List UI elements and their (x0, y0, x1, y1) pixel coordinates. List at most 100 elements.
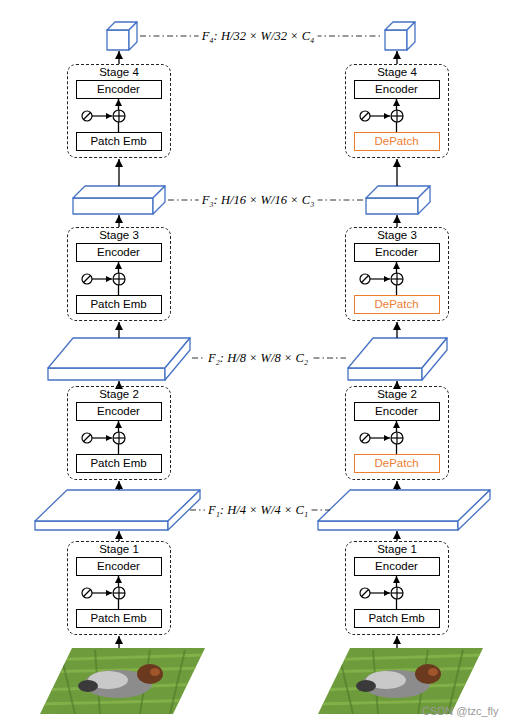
encoder-box: Encoder (76, 80, 162, 99)
encoder-box: Encoder (354, 557, 440, 576)
flow-arrow (396, 215, 397, 227)
stage-box: Stage 3 EncoderPatch Emb (67, 227, 171, 321)
feature-map (407, 22, 415, 50)
connector-arrow (118, 421, 119, 454)
dash-dot-leader (168, 200, 363, 201)
box-label: Encoder (375, 405, 418, 418)
dash-dot-leader (190, 510, 330, 511)
feature-size-label: F₁: H/4 × W/4 × C₁ (205, 503, 311, 518)
box-label: Patch Emb (90, 135, 146, 148)
stage-title: Stage 2 (346, 388, 448, 401)
feature-map (35, 521, 168, 530)
flow-arrow (118, 322, 119, 338)
feature-map (129, 22, 137, 50)
stage-box: Stage 2 EncoderPatch Emb (67, 386, 171, 480)
depatch-box: DePatch (354, 454, 440, 473)
feature-map (48, 368, 165, 380)
flow-arrow (396, 159, 397, 186)
feature-map (418, 186, 430, 214)
connector-arrow (396, 421, 397, 454)
box-label: Patch Emb (90, 298, 146, 311)
patch-embedding-box: Patch Emb (76, 609, 162, 628)
patch-embedding-box: Patch Emb (76, 295, 162, 314)
feature-map (458, 490, 490, 530)
feature-map (73, 198, 153, 214)
dash-dot-leader (192, 358, 346, 359)
flow-arrow (396, 51, 397, 64)
flow-arrow (118, 481, 119, 490)
flow-arrow (396, 322, 397, 338)
patch-embedding-box: Patch Emb (76, 454, 162, 473)
input-image (35, 645, 210, 717)
box-label: DePatch (374, 298, 418, 311)
box-label: Patch Emb (368, 612, 424, 625)
box-label: Patch Emb (90, 457, 146, 470)
box-label: Encoder (97, 83, 140, 96)
feature-map (318, 521, 458, 530)
box-label: DePatch (374, 457, 418, 470)
feature-map (165, 338, 190, 380)
feature-map (348, 368, 422, 380)
box-label: Encoder (375, 560, 418, 573)
encoder-box: Encoder (76, 557, 162, 576)
box-label: Patch Emb (90, 612, 146, 625)
stage-title: Stage 1 (68, 543, 170, 556)
position-embedding (360, 273, 403, 285)
feature-map (422, 338, 447, 380)
stage-title: Stage 3 (346, 229, 448, 242)
dash-dot-leader (140, 36, 382, 37)
stage-title: Stage 4 (68, 66, 170, 79)
flow-arrow (396, 481, 397, 490)
depatch-box: DePatch (354, 295, 440, 314)
box-label: Encoder (97, 405, 140, 418)
watermark: CSDN @tzc_fly (422, 705, 499, 717)
feature-map (153, 186, 165, 214)
connector-arrow (396, 576, 397, 609)
stage-box: Stage 2 EncoderDePatch (345, 386, 449, 480)
feature-map (366, 198, 418, 214)
stage-box: Stage 3 EncoderDePatch (345, 227, 449, 321)
position-embedding (82, 587, 125, 599)
feature-size-label: F₂: H/8 × W/8 × C₂ (205, 351, 311, 366)
feature-map (73, 186, 165, 198)
box-label: Encoder (375, 246, 418, 259)
stage-title: Stage 4 (346, 66, 448, 79)
flow-arrow (118, 531, 119, 541)
flow-arrow (118, 51, 119, 64)
encoder-box: Encoder (76, 402, 162, 421)
position-embedding (360, 432, 403, 444)
position-embedding (82, 432, 125, 444)
stage-box: Stage 1 EncoderPatch Emb (345, 541, 449, 635)
feature-size-label: F₄: H/32 × W/32 × C₄ (199, 29, 318, 44)
input-image (313, 645, 488, 717)
box-label: DePatch (374, 135, 418, 148)
connector-arrow (396, 262, 397, 295)
encoder-box: Encoder (354, 243, 440, 262)
connector-arrow (118, 262, 119, 295)
position-embedding (360, 110, 403, 122)
stage-title: Stage 3 (68, 229, 170, 242)
position-embedding (82, 273, 125, 285)
patch-embedding-box: Patch Emb (354, 609, 440, 628)
depatch-box: DePatch (354, 132, 440, 151)
patch-embedding-box: Patch Emb (76, 132, 162, 151)
connector-arrow (396, 99, 397, 132)
connector-arrow (118, 576, 119, 609)
feature-map (385, 30, 407, 50)
feature-size-label: F₃: H/16 × W/16 × C₃ (199, 193, 318, 208)
encoder-box: Encoder (354, 80, 440, 99)
encoder-box: Encoder (354, 402, 440, 421)
box-label: Encoder (375, 83, 418, 96)
position-embedding (360, 587, 403, 599)
stage-title: Stage 1 (346, 543, 448, 556)
flow-arrow (396, 636, 397, 648)
stage-title: Stage 2 (68, 388, 170, 401)
encoder-box: Encoder (76, 243, 162, 262)
flow-arrow (396, 531, 397, 541)
stage-box: Stage 4 EncoderPatch Emb (67, 64, 171, 158)
flow-arrow (118, 215, 119, 227)
box-label: Encoder (97, 246, 140, 259)
flow-arrow (118, 159, 119, 186)
